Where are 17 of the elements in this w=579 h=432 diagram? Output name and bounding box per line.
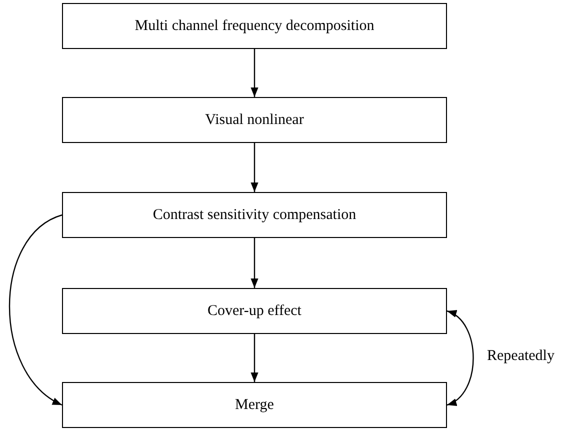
process-box xyxy=(62,97,447,143)
arrow xyxy=(250,49,258,97)
arrow xyxy=(8,214,62,406)
process-box xyxy=(62,288,447,334)
arrow xyxy=(250,334,258,382)
arrow xyxy=(446,310,474,406)
process-box xyxy=(62,192,447,238)
box-label: Merge xyxy=(235,396,274,414)
box-label: Cover-up effect xyxy=(208,302,302,320)
edge-label: Repeatedly xyxy=(485,348,556,365)
arrow xyxy=(250,238,258,288)
arrow xyxy=(250,143,258,192)
process-box xyxy=(62,382,447,428)
box-label: Multi channel frequency decomposition xyxy=(134,18,374,34)
box-label: Visual nonlinear xyxy=(205,112,304,128)
box-label: Contrast sensitivity compensation xyxy=(152,206,356,224)
process-box xyxy=(62,3,447,49)
